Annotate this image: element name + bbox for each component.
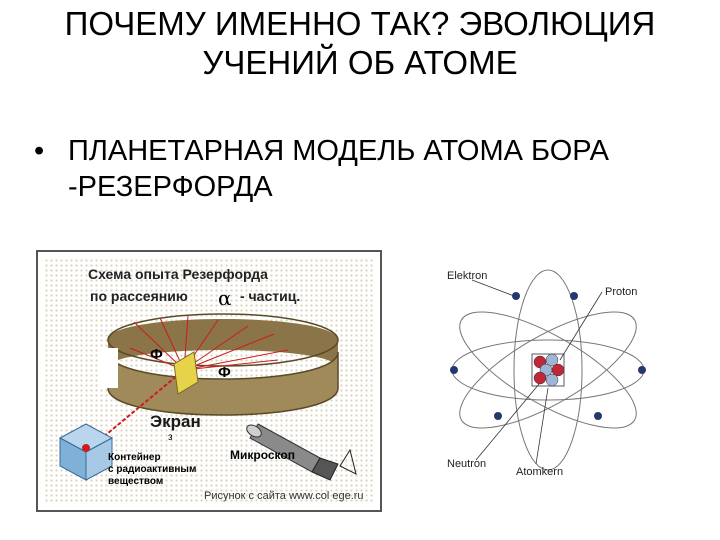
phi-label-right: Ф [218,364,231,381]
phi-label-left: Ф [150,346,163,363]
microscope [246,423,357,481]
atom-nucleus [531,353,565,387]
rutherford-illustration [58,313,357,481]
screen-label: Экран [150,412,201,431]
radioactive-container [58,423,114,481]
ring-gap [100,348,118,388]
caption-line-1: Схема опыта Резерфорда [88,266,268,282]
container-label-line-3: веществом [108,476,164,487]
container-label: Контейнер с радиоактивным веществом [108,452,196,488]
microscope-label: Микроскоп [230,448,295,462]
bullet-text: ПЛАНЕТАРНАЯ МОДЕЛЬ АТОМА БОРА -РЕЗЕРФОРД… [68,135,610,203]
image-credit: Рисунок с сайта www.col ege.ru [204,490,364,502]
neutron-label: Neutron [447,458,487,470]
proton-label: Proton [605,286,638,298]
caption-line-3: - частиц. [240,288,301,304]
z-label: з [168,432,173,443]
bullet-marker: • [34,135,45,167]
alpha-symbol: α [218,286,232,310]
elektron-label: Elektron [447,270,488,282]
caption-line-2: по рассеянию [90,288,188,304]
gold-foil [173,351,199,395]
container-label-line-2: с радиоактивным [108,464,197,475]
label-pointer-lines [471,279,603,465]
ring-band-front [107,351,339,416]
planetary-atom-figure: Elektron Proton Neutron Atomkern [436,258,672,480]
slide-title: ПОЧЕМУ ИМЕННО ТАК? ЭВОЛЮЦИЯ УЧЕНИЙ ОБ АТ… [64,5,656,81]
atomkern-label: Atomkern [516,466,564,478]
electrons [450,292,646,420]
atom-illustration [450,269,646,471]
rutherford-experiment-figure: Схема опыта Резерфорда по рассеянию α - … [36,250,382,512]
container-label-line-1: Контейнер [108,452,161,463]
